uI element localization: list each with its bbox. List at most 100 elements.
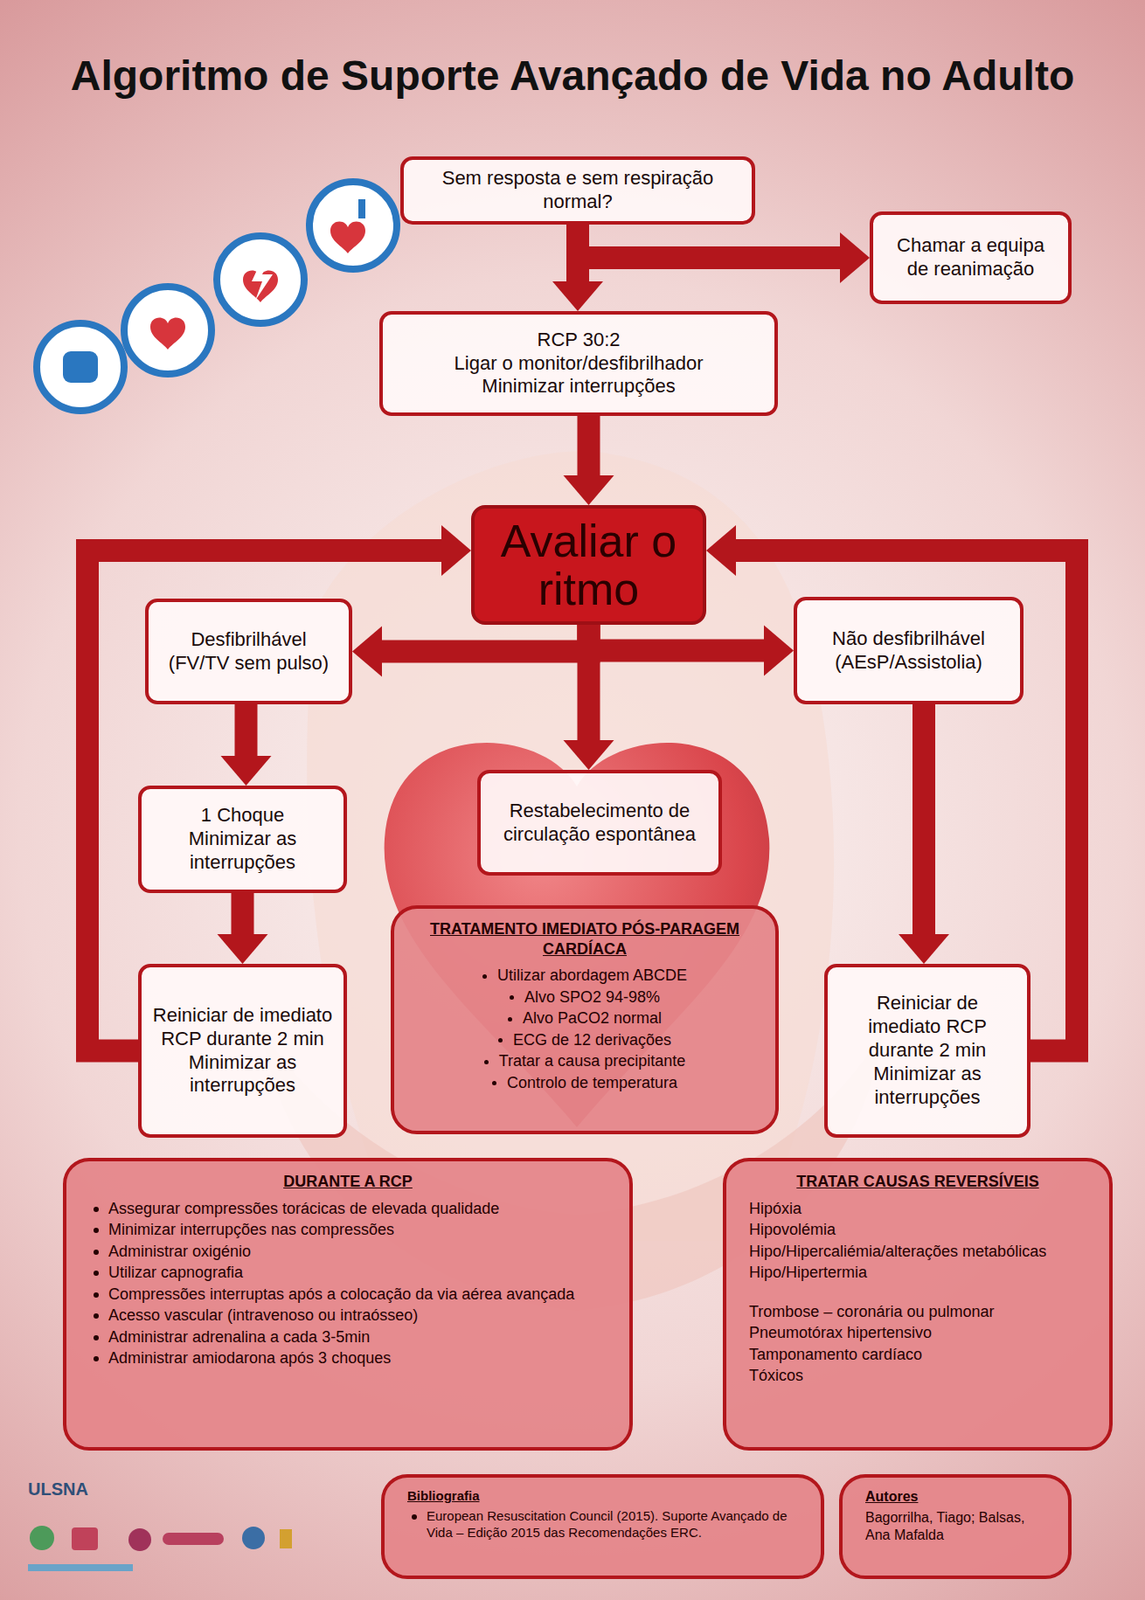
logo bbox=[162, 1533, 224, 1546]
flow-arrow bbox=[217, 893, 269, 965]
list-item: Minimizar interrupções nas compressões bbox=[89, 1220, 607, 1241]
arrow-head bbox=[898, 934, 950, 965]
flow-arrow bbox=[221, 704, 272, 786]
box-text: Não desfibrilhável (AEsP/Assistolia) bbox=[807, 627, 1010, 675]
logo-label: ULSNA bbox=[27, 1479, 89, 1500]
post-arrest-panel: TRATAMENTO IMEDIATO PÓS-PARAGEM CARDÍACA… bbox=[390, 905, 779, 1135]
panel-heading: Autores bbox=[865, 1488, 1046, 1506]
flow-arrow bbox=[563, 416, 615, 506]
list-item: Acesso vascular (intravenoso ou intraóss… bbox=[89, 1305, 607, 1326]
cpr-box: Reiniciar de imediato RCP durante 2 minM… bbox=[824, 964, 1031, 1139]
list-item: Administrar amiodarona após 3 choques bbox=[89, 1348, 607, 1369]
shockable-box: Desfibrilhável (FV/TV sem pulso) bbox=[145, 598, 353, 705]
list-item: ECG de 12 derivações bbox=[416, 1030, 753, 1051]
list-item: Hipo/Hipertermia bbox=[749, 1262, 1087, 1284]
cpr-box: Reiniciar de imediato RCP durante 2 minM… bbox=[138, 964, 347, 1139]
logo bbox=[128, 1528, 152, 1552]
arrow-head bbox=[563, 475, 615, 506]
box-text: Chamar a equipa de reanimação bbox=[883, 234, 1058, 282]
arrow-head bbox=[441, 525, 472, 576]
list-item: Tamponamento cardíaco bbox=[749, 1345, 1087, 1366]
box-text: Minimizar as interrupções bbox=[838, 1062, 1017, 1111]
list-item: Tóxicos bbox=[749, 1366, 1087, 1387]
logo bbox=[71, 1527, 98, 1551]
during-cpr-panel: DURANTE A RCPAssegurar compressões torác… bbox=[62, 1158, 633, 1451]
arrow-head bbox=[552, 281, 604, 312]
box-text: Reiniciar de imediato RCP durante 2 min bbox=[152, 1004, 334, 1052]
arrow-head bbox=[706, 525, 736, 576]
shock-box: 1 ChoqueMinimizar as interrupções bbox=[138, 785, 347, 894]
rosc-box: Restabelecimento de circulação espontâne… bbox=[477, 770, 722, 876]
logo bbox=[242, 1526, 265, 1550]
arrow-shaft bbox=[231, 893, 255, 937]
list-item: Tratar a causa precipitante bbox=[416, 1051, 753, 1072]
chain-circle bbox=[216, 235, 305, 324]
list-item: Trombose – coronária ou pulmonar bbox=[749, 1302, 1087, 1323]
heart-icon bbox=[330, 222, 366, 254]
arrow-head bbox=[352, 626, 382, 678]
panel-heading: TRATAMENTO IMEDIATO PÓS-PARAGEM CARDÍACA bbox=[416, 919, 753, 959]
list-item: Hipo/Hipercaliémia/alterações metabólica… bbox=[749, 1242, 1087, 1263]
bibliography-panel: BibliografiaEuropean Resuscitation Counc… bbox=[381, 1474, 825, 1580]
logo bbox=[29, 1526, 55, 1551]
box-text: Restabelecimento de circulação espontâne… bbox=[491, 799, 708, 847]
box-text: Desfibrilhável (FV/TV sem pulso) bbox=[159, 628, 339, 676]
phone-icon bbox=[62, 351, 98, 383]
chain-circle bbox=[309, 181, 397, 270]
box-text: Sem resposta e sem respiração normal? bbox=[414, 166, 742, 215]
arrow-shaft bbox=[235, 704, 258, 758]
list-item: European Resuscitation Council (2015). S… bbox=[407, 1508, 799, 1542]
drip-icon bbox=[358, 199, 366, 219]
arrow-head bbox=[221, 756, 272, 786]
list-item: Hipovolémia bbox=[749, 1220, 1087, 1241]
box-text: RCP 30:2 bbox=[393, 328, 764, 353]
list-item: Controlo de temperatura bbox=[416, 1073, 753, 1094]
shock-icon bbox=[251, 258, 273, 301]
box-text: Minimizar as interrupções bbox=[152, 827, 334, 875]
panel-heading: Bibliografia bbox=[407, 1488, 799, 1506]
nonshockable-box: Não desfibrilhável (AEsP/Assistolia) bbox=[793, 596, 1024, 705]
process-box: RCP 30:2Ligar o monitor/desfibrilhadorMi… bbox=[379, 311, 778, 417]
flow-arrow bbox=[589, 624, 795, 677]
box-text: Avaliar o ritmo bbox=[483, 517, 694, 613]
list-item: Alvo PaCO2 normal bbox=[416, 1008, 753, 1029]
list-item: Administrar oxigénio bbox=[89, 1242, 607, 1263]
arrow-head bbox=[763, 625, 794, 677]
page-title: Algoritmo de Suporte Avançado de Vida no… bbox=[69, 43, 1076, 109]
box-text: Reiniciar de imediato RCP durante 2 min bbox=[838, 992, 1017, 1062]
hands-shape bbox=[306, 451, 834, 1242]
list-item: Alvo SPO2 94-98% bbox=[416, 987, 753, 1008]
arrow-head bbox=[217, 934, 269, 965]
reversible-causes-panel: TRATAR CAUSAS REVERSÍVEIS HipóxiaHipovolé… bbox=[722, 1158, 1113, 1451]
list-item: Administrar adrenalina a cada 3-5min bbox=[89, 1327, 607, 1348]
arrow-shaft bbox=[380, 624, 590, 653]
list-item: Pneumotórax hipertensivo bbox=[749, 1323, 1087, 1344]
arrow-head bbox=[563, 740, 615, 771]
arrow-shaft bbox=[577, 224, 842, 258]
arrow-head bbox=[839, 232, 870, 284]
rhythm-box: Avaliar o ritmo bbox=[471, 505, 707, 625]
list-item: Hipóxia bbox=[749, 1199, 1087, 1220]
arrow-shaft bbox=[577, 416, 601, 478]
call-box: Chamar a equipa de reanimação bbox=[869, 211, 1072, 305]
list-item: Assegurar compressões torácicas de eleva… bbox=[89, 1199, 607, 1220]
chain-circle bbox=[36, 323, 125, 411]
chain-of-survival bbox=[36, 181, 397, 411]
arrow-shaft bbox=[912, 704, 936, 937]
box-text: Minimizar interrupções bbox=[393, 374, 764, 399]
arrow-shaft bbox=[589, 624, 767, 652]
list-item: Utilizar abordagem ABCDE bbox=[416, 965, 753, 986]
box-text: Minimizar as interrupções bbox=[152, 1051, 334, 1099]
flow-arrow bbox=[898, 704, 950, 965]
authors-panel: AutoresBagorrilha, Tiago; Balsas, Ana Ma… bbox=[839, 1474, 1072, 1580]
chain-circle bbox=[124, 286, 212, 375]
list-item: Utilizar capnografia bbox=[89, 1262, 607, 1284]
heart-illustration bbox=[384, 742, 771, 1128]
flow-arrow bbox=[352, 624, 590, 678]
box-text: 1 Choque bbox=[152, 804, 334, 828]
panel-heading: TRATAR CAUSAS REVERSÍVEIS bbox=[749, 1172, 1087, 1193]
heart-icon bbox=[150, 318, 186, 350]
logo bbox=[27, 1564, 133, 1572]
list-item: Bagorrilha, Tiago; Balsas, Ana Mafalda bbox=[865, 1509, 1046, 1545]
